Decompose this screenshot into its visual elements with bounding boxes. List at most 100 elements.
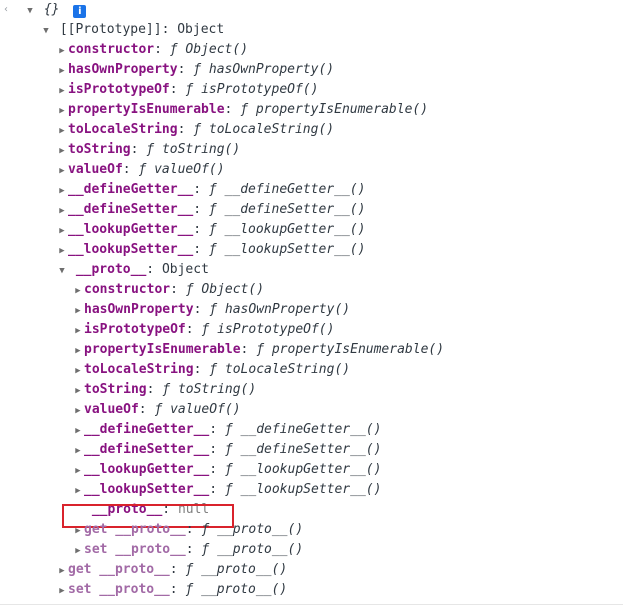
property-row[interactable]: ▶__lookupGetter__: ƒ __lookupGetter__() bbox=[72, 460, 381, 480]
colon: : bbox=[185, 522, 194, 537]
function-icon: ƒ bbox=[138, 162, 147, 177]
property-key: __defineSetter__ bbox=[84, 442, 210, 457]
property-key: get __proto__ bbox=[68, 562, 170, 577]
function-icon: ƒ bbox=[193, 122, 202, 137]
property-row[interactable]: ▶set __proto__: ƒ __proto__() bbox=[56, 580, 287, 600]
collapse-triangle-icon[interactable]: ▶ bbox=[75, 386, 81, 396]
property-value: toLocaleString() bbox=[224, 362, 351, 377]
proto-object-row[interactable]: ▼ __proto__: Object bbox=[56, 260, 209, 280]
property-value: __lookupSetter__() bbox=[240, 482, 382, 497]
function-icon: ƒ bbox=[193, 62, 202, 77]
function-icon: ƒ bbox=[185, 582, 194, 597]
colon: : bbox=[170, 282, 178, 297]
property-row[interactable]: ▶toLocaleString: ƒ toLocaleString() bbox=[72, 360, 350, 380]
property-value: isPrototypeOf() bbox=[201, 82, 319, 97]
function-icon: ƒ bbox=[256, 342, 265, 357]
property-key: isPrototypeOf bbox=[84, 322, 186, 337]
proto-value: Object bbox=[161, 262, 209, 277]
collapse-triangle-icon[interactable]: ▶ bbox=[75, 546, 81, 556]
function-icon: ƒ bbox=[185, 82, 194, 97]
property-row[interactable]: ▶hasOwnProperty: ƒ hasOwnProperty() bbox=[56, 60, 334, 80]
colon: : bbox=[177, 62, 186, 77]
property-row[interactable]: ▶__lookupSetter__: ƒ __lookupSetter__() bbox=[56, 240, 365, 260]
collapse-triangle-icon[interactable]: ▶ bbox=[59, 586, 65, 596]
property-row[interactable]: ▶__lookupSetter__: ƒ __lookupSetter__() bbox=[72, 480, 381, 500]
collapse-triangle-icon[interactable]: ▶ bbox=[75, 526, 81, 536]
colon: : bbox=[240, 342, 249, 357]
property-value: __proto__() bbox=[201, 562, 288, 577]
property-key: valueOf bbox=[68, 162, 123, 177]
property-key: toLocaleString bbox=[84, 362, 194, 377]
expand-triangle-icon[interactable]: ▼ bbox=[27, 6, 33, 16]
function-icon: ƒ bbox=[224, 422, 233, 437]
property-row[interactable]: ▶__defineSetter__: ƒ __defineSetter__() bbox=[72, 440, 381, 460]
colon: : bbox=[154, 42, 162, 57]
property-row[interactable]: ▶propertyIsEnumerable: ƒ propertyIsEnume… bbox=[72, 340, 444, 360]
property-row[interactable]: ▶set __proto__: ƒ __proto__() bbox=[72, 540, 303, 560]
property-value: __defineGetter__() bbox=[240, 422, 382, 437]
property-row[interactable]: ▶__defineGetter__: ƒ __defineGetter__() bbox=[56, 180, 365, 200]
collapse-triangle-icon[interactable]: ▶ bbox=[75, 446, 81, 456]
property-row[interactable]: ▶__defineGetter__: ƒ __defineGetter__() bbox=[72, 420, 381, 440]
collapse-triangle-icon[interactable]: ▶ bbox=[59, 226, 65, 236]
property-value: __defineGetter__() bbox=[224, 182, 366, 197]
collapse-triangle-icon[interactable]: ▶ bbox=[59, 46, 65, 56]
collapse-triangle-icon[interactable]: ▶ bbox=[75, 326, 81, 336]
root-object-row[interactable]: ▼ {} i bbox=[24, 0, 87, 20]
colon: : bbox=[161, 22, 170, 37]
property-value: isPrototypeOf() bbox=[217, 322, 335, 337]
property-value: hasOwnProperty() bbox=[208, 62, 335, 77]
info-icon[interactable]: i bbox=[73, 5, 87, 18]
property-row[interactable]: ▶constructor: ƒ Object() bbox=[72, 280, 264, 300]
colon: : bbox=[130, 142, 139, 157]
collapse-triangle-icon[interactable]: ▶ bbox=[75, 466, 81, 476]
collapse-triangle-icon[interactable]: ▶ bbox=[75, 486, 81, 496]
property-row[interactable]: ▶__lookupGetter__: ƒ __lookupGetter__() bbox=[56, 220, 365, 240]
property-row[interactable]: ▶valueOf: ƒ valueOf() bbox=[72, 400, 240, 420]
property-key: __lookupSetter__ bbox=[84, 482, 210, 497]
collapse-triangle-icon[interactable]: ▶ bbox=[59, 146, 65, 156]
collapse-triangle-icon[interactable]: ▶ bbox=[59, 106, 65, 116]
collapse-triangle-icon[interactable]: ▶ bbox=[59, 206, 65, 216]
property-row[interactable]: ▶isPrototypeOf: ƒ isPrototypeOf() bbox=[56, 80, 318, 100]
property-row[interactable]: ▶hasOwnProperty: ƒ hasOwnProperty() bbox=[72, 300, 350, 320]
property-row[interactable]: ▶toString: ƒ toString() bbox=[56, 140, 240, 160]
collapse-triangle-icon[interactable]: ▶ bbox=[75, 426, 81, 436]
property-row[interactable]: ▶get __proto__: ƒ __proto__() bbox=[72, 520, 303, 540]
property-row[interactable]: ▶__defineSetter__: ƒ __defineSetter__() bbox=[56, 200, 365, 220]
function-icon: ƒ bbox=[224, 442, 233, 457]
function-icon: ƒ bbox=[208, 222, 217, 237]
prototype-row[interactable]: ▼ [[Prototype]]: Object bbox=[40, 20, 224, 40]
colon: : bbox=[209, 462, 218, 477]
collapse-triangle-icon[interactable]: ▶ bbox=[75, 346, 81, 356]
property-key: constructor bbox=[68, 42, 155, 57]
property-key: set __proto__ bbox=[68, 582, 170, 597]
property-row[interactable]: ▶propertyIsEnumerable: ƒ propertyIsEnume… bbox=[56, 100, 428, 120]
collapse-triangle-icon[interactable]: ▶ bbox=[59, 566, 65, 576]
colon: : bbox=[169, 582, 178, 597]
expand-triangle-icon[interactable]: ▼ bbox=[43, 26, 49, 36]
property-value: __lookupGetter__() bbox=[224, 222, 366, 237]
expand-triangle-icon[interactable]: ▼ bbox=[59, 266, 65, 276]
property-value: valueOf() bbox=[154, 162, 225, 177]
collapse-triangle-icon[interactable]: ▶ bbox=[59, 166, 65, 176]
collapse-triangle-icon[interactable]: ▶ bbox=[75, 366, 81, 376]
collapse-triangle-icon[interactable]: ▶ bbox=[59, 186, 65, 196]
collapse-triangle-icon[interactable]: ▶ bbox=[75, 286, 81, 296]
colon: : bbox=[146, 262, 155, 277]
collapse-triangle-icon[interactable]: ▶ bbox=[59, 86, 65, 96]
property-row[interactable]: ▶toString: ƒ toString() bbox=[72, 380, 256, 400]
property-row[interactable]: ▶isPrototypeOf: ƒ isPrototypeOf() bbox=[72, 320, 334, 340]
property-row[interactable]: ▶toLocaleString: ƒ toLocaleString() bbox=[56, 120, 334, 140]
property-key: __lookupGetter__ bbox=[68, 222, 194, 237]
property-row[interactable]: ▶constructor: ƒ Object() bbox=[56, 40, 248, 60]
colon: : bbox=[209, 422, 218, 437]
collapse-triangle-icon[interactable]: ▶ bbox=[59, 126, 65, 136]
property-value: __proto__() bbox=[217, 522, 304, 537]
collapse-triangle-icon[interactable]: ▶ bbox=[75, 406, 81, 416]
collapse-triangle-icon[interactable]: ▶ bbox=[59, 66, 65, 76]
collapse-triangle-icon[interactable]: ▶ bbox=[59, 246, 65, 256]
property-row[interactable]: ▶get __proto__: ƒ __proto__() bbox=[56, 560, 287, 580]
property-row[interactable]: ▶valueOf: ƒ valueOf() bbox=[56, 160, 225, 180]
collapse-triangle-icon[interactable]: ▶ bbox=[75, 306, 81, 316]
